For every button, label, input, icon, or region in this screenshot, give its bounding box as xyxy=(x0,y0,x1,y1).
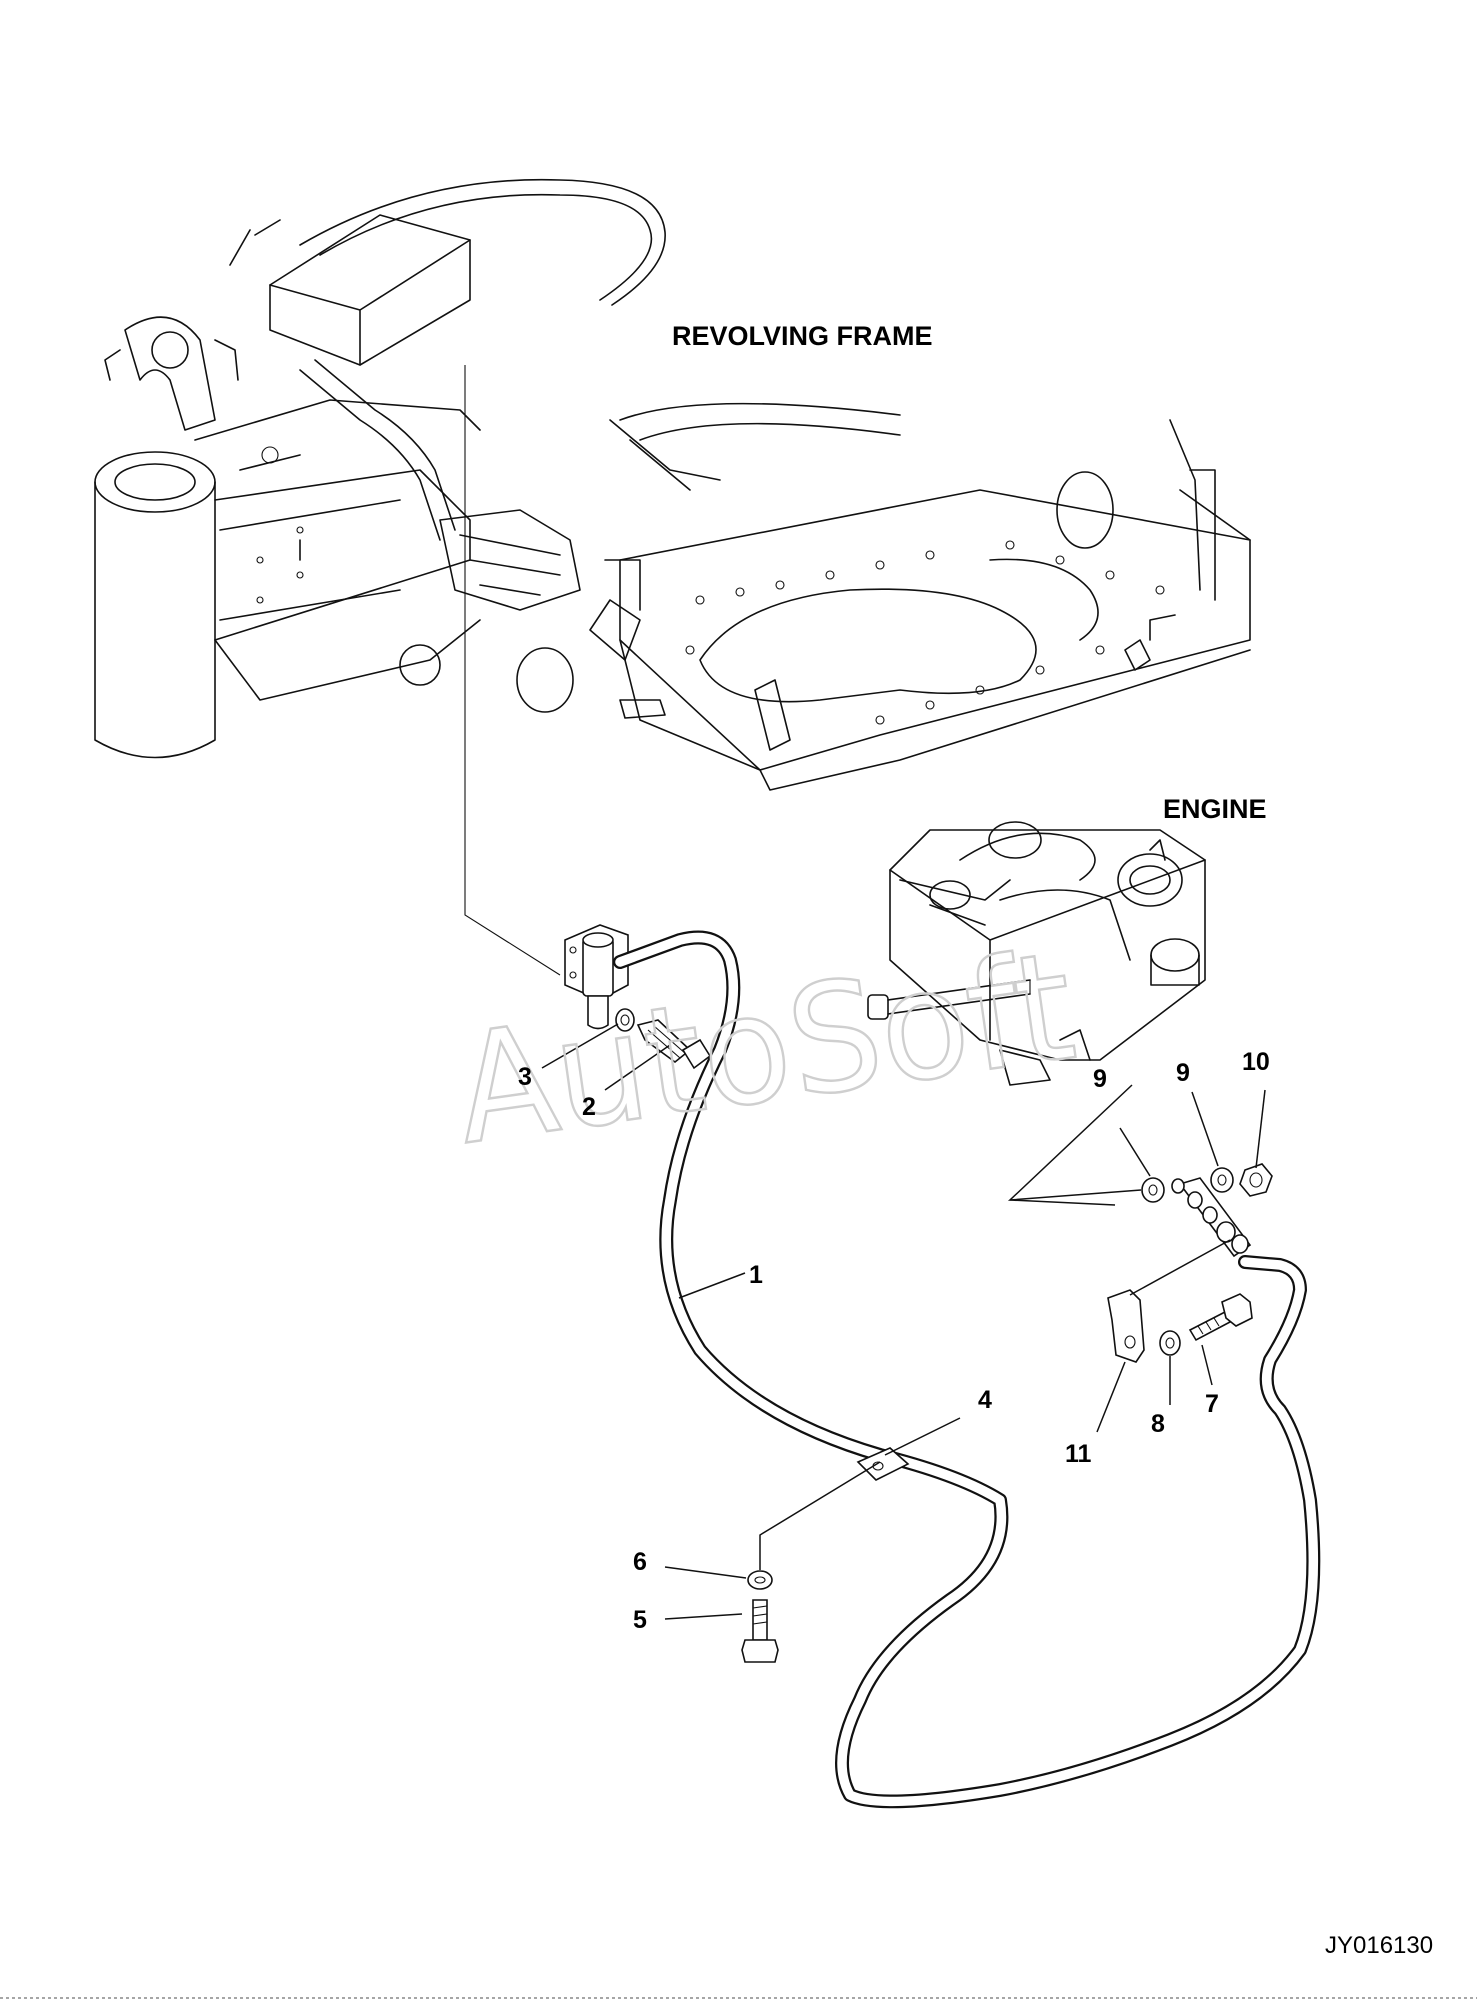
callout-9-left: 9 xyxy=(1093,1065,1107,1093)
washer-part-6 xyxy=(747,1570,773,1590)
reference-line xyxy=(464,365,561,976)
callout-8: 8 xyxy=(1151,1410,1165,1438)
nut-part-10 xyxy=(1239,1163,1273,1197)
gasket-part-3 xyxy=(615,1008,635,1032)
washer-part-9a xyxy=(1141,1177,1165,1203)
callout-11: 11 xyxy=(1065,1440,1092,1468)
pressure-switch xyxy=(564,924,629,1030)
callout-1: 1 xyxy=(749,1261,763,1289)
revolving-frame-drawing xyxy=(94,178,1251,791)
bracket-part-11 xyxy=(1107,1289,1145,1363)
bolt-part-7 xyxy=(1188,1293,1253,1342)
callout-9-right: 9 xyxy=(1176,1059,1190,1087)
frame-holes xyxy=(256,446,1165,725)
bolt-part-5 xyxy=(741,1599,779,1663)
callout-7: 7 xyxy=(1205,1390,1219,1418)
callout-2: 2 xyxy=(582,1093,596,1121)
engine-drawing xyxy=(867,821,1206,1086)
washer-part-9b xyxy=(1210,1167,1234,1193)
hose-end-fitting xyxy=(1171,1177,1252,1258)
hose-part-1 xyxy=(613,930,1321,1809)
callout-5: 5 xyxy=(633,1606,647,1634)
engine-label: ENGINE xyxy=(1163,794,1267,824)
engine-mount-bolt xyxy=(867,979,1031,1020)
leader-lines xyxy=(541,1023,1266,1620)
drawing-code: JY016130 xyxy=(1325,1932,1433,1959)
bolt-part-2 xyxy=(636,1019,712,1070)
washer-part-8 xyxy=(1159,1330,1181,1356)
callout-3: 3 xyxy=(518,1063,532,1091)
watermark: AutoSoft xyxy=(446,920,1084,1179)
revolving-frame-label: REVOLVING FRAME xyxy=(672,321,933,351)
callout-4: 4 xyxy=(978,1386,992,1414)
callout-10: 10 xyxy=(1242,1048,1270,1076)
callout-6: 6 xyxy=(633,1548,647,1576)
